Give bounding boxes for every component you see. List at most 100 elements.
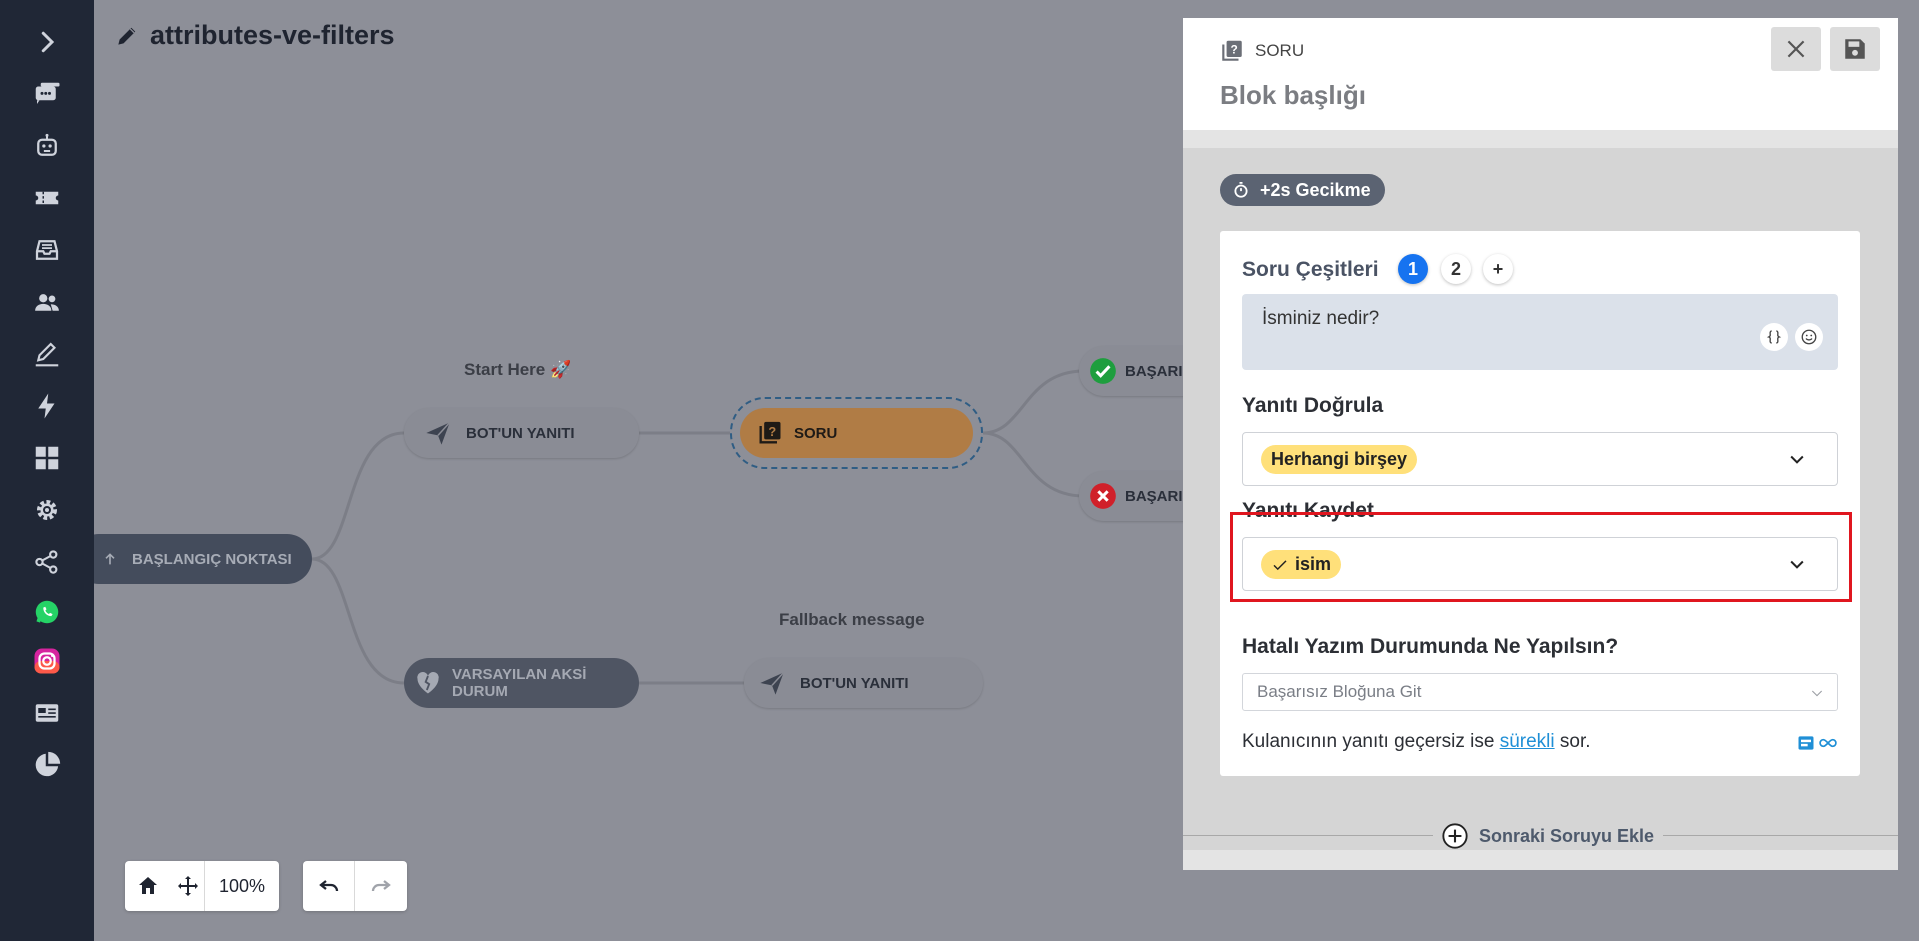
infinity-icon[interactable] xyxy=(1818,733,1838,753)
node-bot-reply-fallback-label: BOT'UN YANITI xyxy=(800,674,909,692)
paper-plane-icon xyxy=(426,421,451,445)
divider-line xyxy=(1663,835,1898,836)
home-view-button[interactable] xyxy=(125,861,171,911)
ticket-icon xyxy=(35,191,59,205)
delay-badge[interactable]: +2s Gecikme xyxy=(1220,174,1385,206)
chevron-down-icon xyxy=(1790,455,1804,464)
close-button[interactable] xyxy=(1771,27,1821,71)
add-variant-button[interactable]: + xyxy=(1483,254,1513,284)
node-failure-label: BAŞARIS xyxy=(1125,487,1193,505)
sidebar-item-editor[interactable] xyxy=(27,334,67,374)
node-bot-reply-label: BOT'UN YANITI xyxy=(466,424,575,442)
undo-button[interactable] xyxy=(303,861,355,911)
flow-title[interactable]: attributes-ve-filters xyxy=(114,20,395,51)
lightning-bolt-icon xyxy=(38,393,55,419)
retry-options xyxy=(1796,733,1838,753)
panel-header: ? SORU Blok başlığı xyxy=(1183,18,1898,130)
zoom-level[interactable]: 100% xyxy=(219,875,266,896)
retry-prefix: Kulanıcının yanıtı geçersiz ise xyxy=(1242,731,1500,752)
add-next-question-row: Sonraki Soruyu Ekle xyxy=(1183,820,1898,852)
retry-setting-text: Kulanıcının yanıtı geçersiz ise sürekli … xyxy=(1242,731,1591,753)
sidebar-item-bots[interactable] xyxy=(27,126,67,166)
variant-tab-1[interactable]: 1 xyxy=(1398,254,1428,284)
robot-icon xyxy=(37,133,57,156)
instagram-icon xyxy=(34,648,60,674)
save-response-value: isim xyxy=(1295,554,1332,574)
sidebar-item-chats[interactable] xyxy=(27,74,67,114)
question-cards-icon: ? xyxy=(1222,40,1242,61)
sidebar-item-inbox[interactable] xyxy=(27,230,67,270)
sidebar-item-reports[interactable] xyxy=(27,745,67,785)
question-text-input[interactable]: İsminiz nedir? xyxy=(1242,294,1838,370)
card-icon xyxy=(35,704,59,722)
node-question[interactable]: ? SORU xyxy=(740,408,973,458)
typo-action-label: Hatalı Yazım Durumunda Ne Yapılsın? xyxy=(1242,635,1619,658)
block-title[interactable]: Blok başlığı xyxy=(1220,80,1366,110)
svg-text:?: ? xyxy=(768,424,776,439)
expand-sidebar-button[interactable] xyxy=(27,22,67,62)
redo-button[interactable] xyxy=(355,861,407,911)
sidebar-item-dashboard[interactable] xyxy=(27,438,67,478)
redo-icon xyxy=(371,880,391,892)
layout-block-icon[interactable] xyxy=(1796,733,1816,753)
share-icon xyxy=(35,550,58,574)
inbox-tray-icon xyxy=(35,240,59,260)
typo-action-select[interactable]: Başarısız Bloğuna Git xyxy=(1242,673,1838,711)
save-response-highlight xyxy=(1230,512,1852,602)
check-circle-icon xyxy=(1090,358,1116,384)
sidebar-item-whatsapp[interactable] xyxy=(27,592,67,632)
add-next-question-label: Sonraki Soruyu Ekle xyxy=(1479,825,1655,846)
node-bot-reply-fallback[interactable]: BOT'UN YANITI xyxy=(744,658,983,708)
close-icon xyxy=(1787,40,1805,58)
chat-bubbles-icon xyxy=(35,82,60,104)
stopwatch-icon xyxy=(1234,181,1248,198)
insert-variable-button[interactable] xyxy=(1760,323,1788,351)
insert-emoji-button[interactable] xyxy=(1795,323,1823,351)
start-here-label: Start Here 🚀 xyxy=(464,360,572,379)
node-default-case[interactable]: VARSAYILAN AKSİ DURUM xyxy=(404,658,639,708)
fallback-label: Fallback message xyxy=(779,610,925,629)
smiley-icon xyxy=(1801,329,1817,345)
sidebar-item-automations[interactable] xyxy=(27,386,67,426)
floppy-disk-icon xyxy=(1845,39,1865,59)
panel-divider xyxy=(1183,130,1898,148)
save-button[interactable] xyxy=(1830,27,1880,71)
sidebar-item-settings[interactable] xyxy=(27,490,67,530)
home-icon xyxy=(139,877,157,894)
pie-chart-icon xyxy=(35,751,61,777)
block-editor-panel: ? SORU Blok başlığı +2s Gecikme Soru Çeş… xyxy=(1183,18,1898,870)
retry-mode-link[interactable]: sürekli xyxy=(1499,731,1555,752)
node-start-point[interactable]: BAŞLANGIÇ NOKTASI xyxy=(94,534,312,584)
node-default-case-label: VARSAYILAN AKSİ DURUM xyxy=(452,666,587,700)
variant-tab-2[interactable]: 2 xyxy=(1441,254,1471,284)
plus-circle-icon xyxy=(1442,823,1468,849)
question-text: İsminiz nedir? xyxy=(1262,308,1380,329)
canvas-history-toolbar xyxy=(303,861,407,911)
block-type-label: SORU xyxy=(1255,41,1305,60)
sidebar-item-share[interactable] xyxy=(27,542,67,582)
sidebar-item-tickets[interactable] xyxy=(27,178,67,218)
svg-text:?: ? xyxy=(1231,43,1238,57)
sidebar-item-instagram[interactable] xyxy=(27,641,67,681)
node-success-label: BAŞARIL xyxy=(1125,362,1192,380)
typo-action-value: Başarısız Bloğuna Git xyxy=(1257,682,1422,701)
node-bot-reply[interactable]: BOT'UN YANITI xyxy=(404,408,639,458)
users-icon xyxy=(35,294,59,311)
validate-response-value: Herhangi birşey xyxy=(1271,449,1408,469)
grid-icon xyxy=(35,446,59,470)
question-variants-label: Soru Çeşitleri xyxy=(1242,258,1379,281)
add-next-question-button[interactable]: Sonraki Soruyu Ekle xyxy=(1433,820,1663,852)
canvas-view-toolbar: 100% xyxy=(125,861,280,911)
validate-response-select[interactable]: Herhangi birşey xyxy=(1242,432,1838,486)
chevron-right-icon xyxy=(41,31,55,53)
question-settings-card: Soru Çeşitleri 1 2 + İsminiz nedir? Yanı… xyxy=(1220,231,1860,776)
left-sidebar xyxy=(0,0,94,941)
flow-connections xyxy=(311,369,1085,685)
pencil-edit-icon xyxy=(35,342,59,367)
gear-icon xyxy=(37,500,57,520)
sidebar-item-cards[interactable] xyxy=(27,693,67,733)
sidebar-item-users[interactable] xyxy=(27,282,67,322)
flow-title-text: attributes-ve-filters xyxy=(150,20,395,50)
save-response-select[interactable]: isim xyxy=(1242,537,1838,591)
pan-button[interactable] xyxy=(171,861,205,911)
